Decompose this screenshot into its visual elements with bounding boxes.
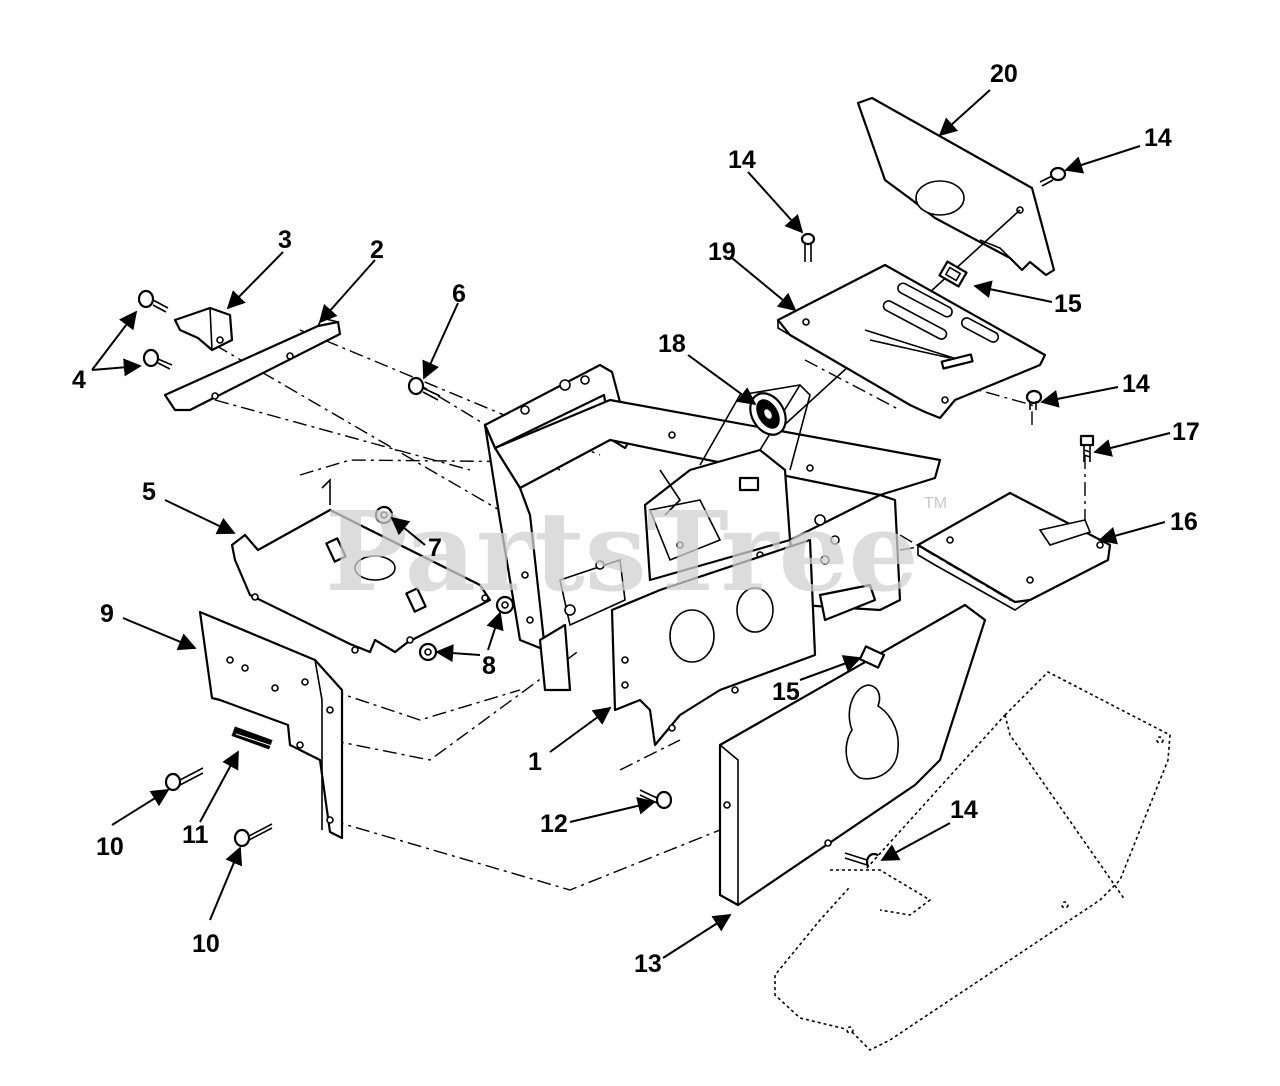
part-20-cover-plate <box>734 96 1056 471</box>
callout-16: 16 <box>1170 508 1198 536</box>
callout-12: 12 <box>540 810 568 838</box>
part-5-bracket <box>230 478 492 654</box>
callout-15a: 15 <box>1054 290 1082 318</box>
ghost-seat-pan-reference <box>774 671 1171 1051</box>
callout-8: 8 <box>482 652 496 680</box>
part-9-mounting-plate <box>198 610 344 840</box>
part-3-clip-block <box>173 306 234 352</box>
part-15-clip-lower <box>858 645 886 669</box>
callout-14b: 14 <box>1144 124 1172 152</box>
callout-14a: 14 <box>728 146 756 174</box>
part-7-nut <box>374 505 394 525</box>
callout-14c: 14 <box>1122 370 1150 398</box>
callout-14d: 14 <box>950 796 978 824</box>
callout-6: 6 <box>452 280 466 308</box>
part-12-bolt <box>639 789 673 810</box>
watermark-trademark: TM <box>924 495 947 512</box>
callout-1: 1 <box>528 748 542 776</box>
part-1-front-plate <box>610 538 817 747</box>
callout-2: 2 <box>370 236 384 264</box>
part-6-screw <box>407 376 441 401</box>
part-18-roller <box>749 392 787 436</box>
callout-5: 5 <box>142 478 156 506</box>
part-19-upper-plate <box>776 263 1047 420</box>
part-16-side-plate <box>916 491 1112 611</box>
part-4-screws <box>137 289 173 370</box>
callout-15b: 15 <box>772 678 800 706</box>
part-13-side-panel <box>718 603 987 907</box>
callout-18: 18 <box>658 330 686 358</box>
callout-19: 19 <box>708 238 736 266</box>
callout-10a: 10 <box>96 833 124 861</box>
leader-arrows <box>91 89 1171 959</box>
part-10-screws <box>164 767 273 848</box>
callout-10b: 10 <box>192 930 220 958</box>
callout-11: 11 <box>182 821 209 849</box>
part-17-bolt <box>1079 434 1095 462</box>
watermark: PartsTree TM <box>325 487 947 616</box>
part-11-spring-pin <box>231 726 273 750</box>
callout-3: 3 <box>278 226 292 254</box>
part-15-clip-upper <box>938 260 968 288</box>
watermark-text: PartsTree <box>325 487 919 616</box>
callout-13: 13 <box>634 950 662 978</box>
callout-labels: 1 2 3 4 5 6 7 8 9 10 10 11 12 13 14 14 1… <box>72 60 1200 978</box>
callout-20: 20 <box>990 60 1018 88</box>
main-frame-housing <box>483 363 942 692</box>
callout-4: 4 <box>72 366 86 394</box>
callout-9: 9 <box>100 600 114 628</box>
callout-17: 17 <box>1172 418 1200 446</box>
callout-7: 7 <box>428 534 442 562</box>
